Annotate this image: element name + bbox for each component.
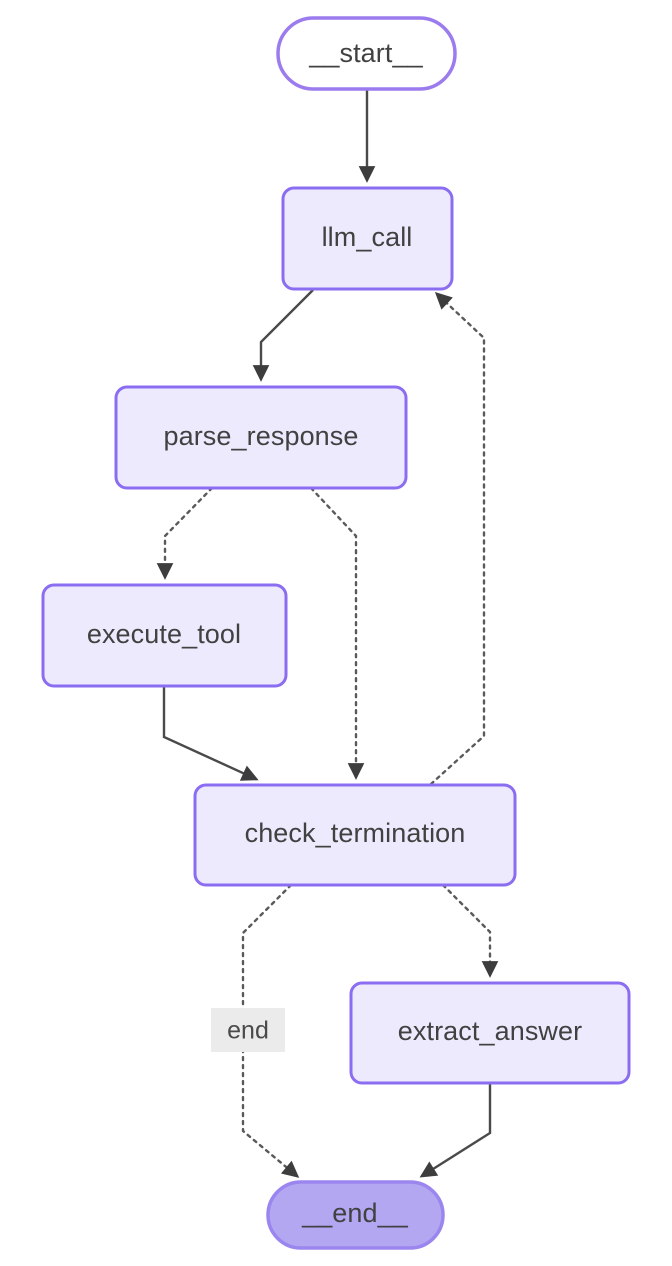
node-layer: __start__ llm_call parse_response execut… xyxy=(41,16,631,1250)
node-end[interactable]: __end__ xyxy=(266,1180,445,1250)
node-execute-tool-shape[interactable] xyxy=(41,583,288,688)
node-end-shape[interactable] xyxy=(266,1180,445,1250)
node-extract-answer-label: extract_answer xyxy=(398,1016,582,1046)
node-end-label: __end__ xyxy=(301,1198,409,1228)
node-llm-call-label: llm_call xyxy=(322,222,413,252)
edge-label-end-bg xyxy=(211,1008,285,1052)
edge-label-end: end xyxy=(211,1008,285,1052)
edge-execute-tool-to-check-termination xyxy=(162,686,259,781)
node-check-termination-shape[interactable] xyxy=(193,783,517,887)
edge-check-termination-to-llm-call xyxy=(429,292,486,786)
edge-extract-answer-to-end xyxy=(419,1083,492,1178)
edge-parse-response-to-check-termination xyxy=(309,486,365,780)
node-check-termination-label: check_termination xyxy=(245,818,466,848)
node-execute-tool[interactable]: execute_tool xyxy=(41,583,288,688)
node-execute-tool-label: execute_tool xyxy=(87,619,241,649)
node-llm-call[interactable]: llm_call xyxy=(281,186,454,291)
edge-check-termination-to-extract-answer xyxy=(441,883,499,978)
edge-layer xyxy=(156,89,499,1178)
node-parse-response[interactable]: parse_response xyxy=(114,385,408,490)
node-start-label: __start__ xyxy=(308,38,423,68)
edge-parse-response-to-execute-tool xyxy=(156,486,214,580)
node-start-shape[interactable] xyxy=(276,16,457,91)
edge-label-end-text: end xyxy=(227,1017,269,1045)
node-check-termination[interactable]: check_termination xyxy=(193,783,517,887)
node-extract-answer[interactable]: extract_answer xyxy=(349,981,631,1085)
node-extract-answer-shape[interactable] xyxy=(349,981,631,1085)
edge-llm-call-to-parse-response xyxy=(252,289,314,382)
node-parse-response-label: parse_response xyxy=(163,421,358,451)
node-llm-call-shape[interactable] xyxy=(281,186,454,291)
node-parse-response-shape[interactable] xyxy=(114,385,408,490)
node-start[interactable]: __start__ xyxy=(276,16,457,91)
